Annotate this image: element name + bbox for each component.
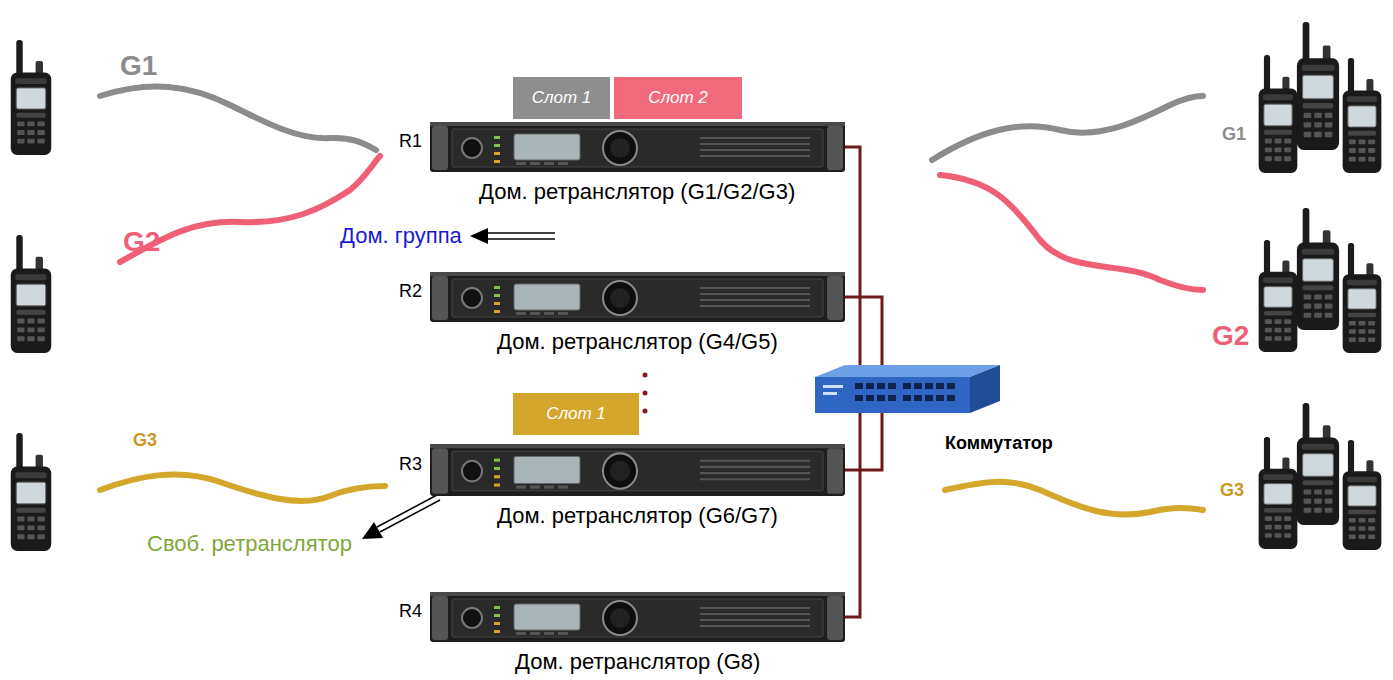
repeater-id: R1: [399, 131, 422, 152]
repeater-device: R2Дом. ретранслятор (G4/G5): [430, 270, 845, 324]
repeater-illustration: [430, 442, 845, 498]
group-tag: G3: [133, 430, 157, 451]
radio-link: [945, 482, 1203, 515]
repeater-device: R3Дом. ретранслятор (G6/G7): [430, 442, 845, 498]
radio-icon: [11, 235, 51, 353]
radio-icon: [1297, 22, 1339, 150]
pointer-arrow: [362, 495, 440, 539]
radio-icon: [1259, 240, 1298, 352]
repeater-id: R4: [399, 601, 422, 622]
slot-label: Слот 2: [648, 88, 708, 108]
radio-link: [932, 96, 1203, 160]
pointer-arrow: [470, 228, 555, 244]
radio-icon: [11, 433, 51, 551]
group-tag: G1: [1222, 124, 1246, 145]
repeater-caption: Дом. ретранслятор (G8): [515, 649, 760, 674]
ellipsis-dot: [643, 373, 648, 378]
repeater-caption: Дом. ретранслятор (G1/G2/G3): [479, 179, 795, 204]
repeater-device: R1Дом. ретранслятор (G1/G2/G3): [430, 120, 845, 174]
network-switch: Коммутатор: [815, 365, 1000, 413]
repeater-caption: Дом. ретранслятор (G4/G5): [497, 329, 778, 354]
repeater-device: R4Дом. ретранслятор (G8): [430, 590, 845, 644]
radio-icon: [11, 40, 51, 155]
repeater-illustration: [430, 270, 845, 324]
radio-link: [100, 474, 385, 500]
slot-label: Слот 1: [532, 88, 592, 108]
radio-icon: [1297, 403, 1339, 525]
network-cable: [845, 413, 882, 470]
radio-icon: [1259, 55, 1298, 173]
ellipsis-dot: [643, 391, 648, 396]
repeater-id: R3: [399, 454, 422, 475]
repeater-illustration: [430, 590, 845, 644]
group-tag: G1: [120, 50, 157, 82]
slot-box: Слот 2: [614, 77, 742, 119]
network-cable: [845, 413, 860, 617]
slot-box: Слот 1: [513, 77, 610, 119]
switch-illustration: [815, 365, 1000, 413]
home-group-note: Дом. группа: [340, 223, 462, 248]
radio-icon: [1343, 440, 1382, 550]
ellipsis-dot: [643, 409, 648, 414]
radio-icon: [1343, 243, 1382, 353]
slot-label: Слот 1: [546, 404, 606, 424]
radio-icon: [1343, 58, 1382, 173]
repeater-illustration: [430, 120, 845, 174]
slot-box: Слот 1: [513, 393, 639, 435]
free-repeater-note: Своб. ретранслятор: [147, 531, 352, 556]
radio-link: [940, 175, 1203, 290]
group-tag: G3: [1220, 480, 1244, 501]
repeater-caption: Дом. ретранслятор (G6/G7): [497, 503, 778, 528]
network-cable: [845, 147, 860, 365]
network-cable: [845, 297, 882, 365]
radio-icon: [1259, 437, 1298, 549]
group-tag: G2: [123, 226, 160, 258]
switch-caption: Коммутатор: [945, 433, 1053, 454]
radio-icon: [1297, 208, 1339, 330]
repeater-id: R2: [399, 281, 422, 302]
group-tag: G2: [1212, 320, 1249, 352]
radio-link: [100, 86, 376, 150]
